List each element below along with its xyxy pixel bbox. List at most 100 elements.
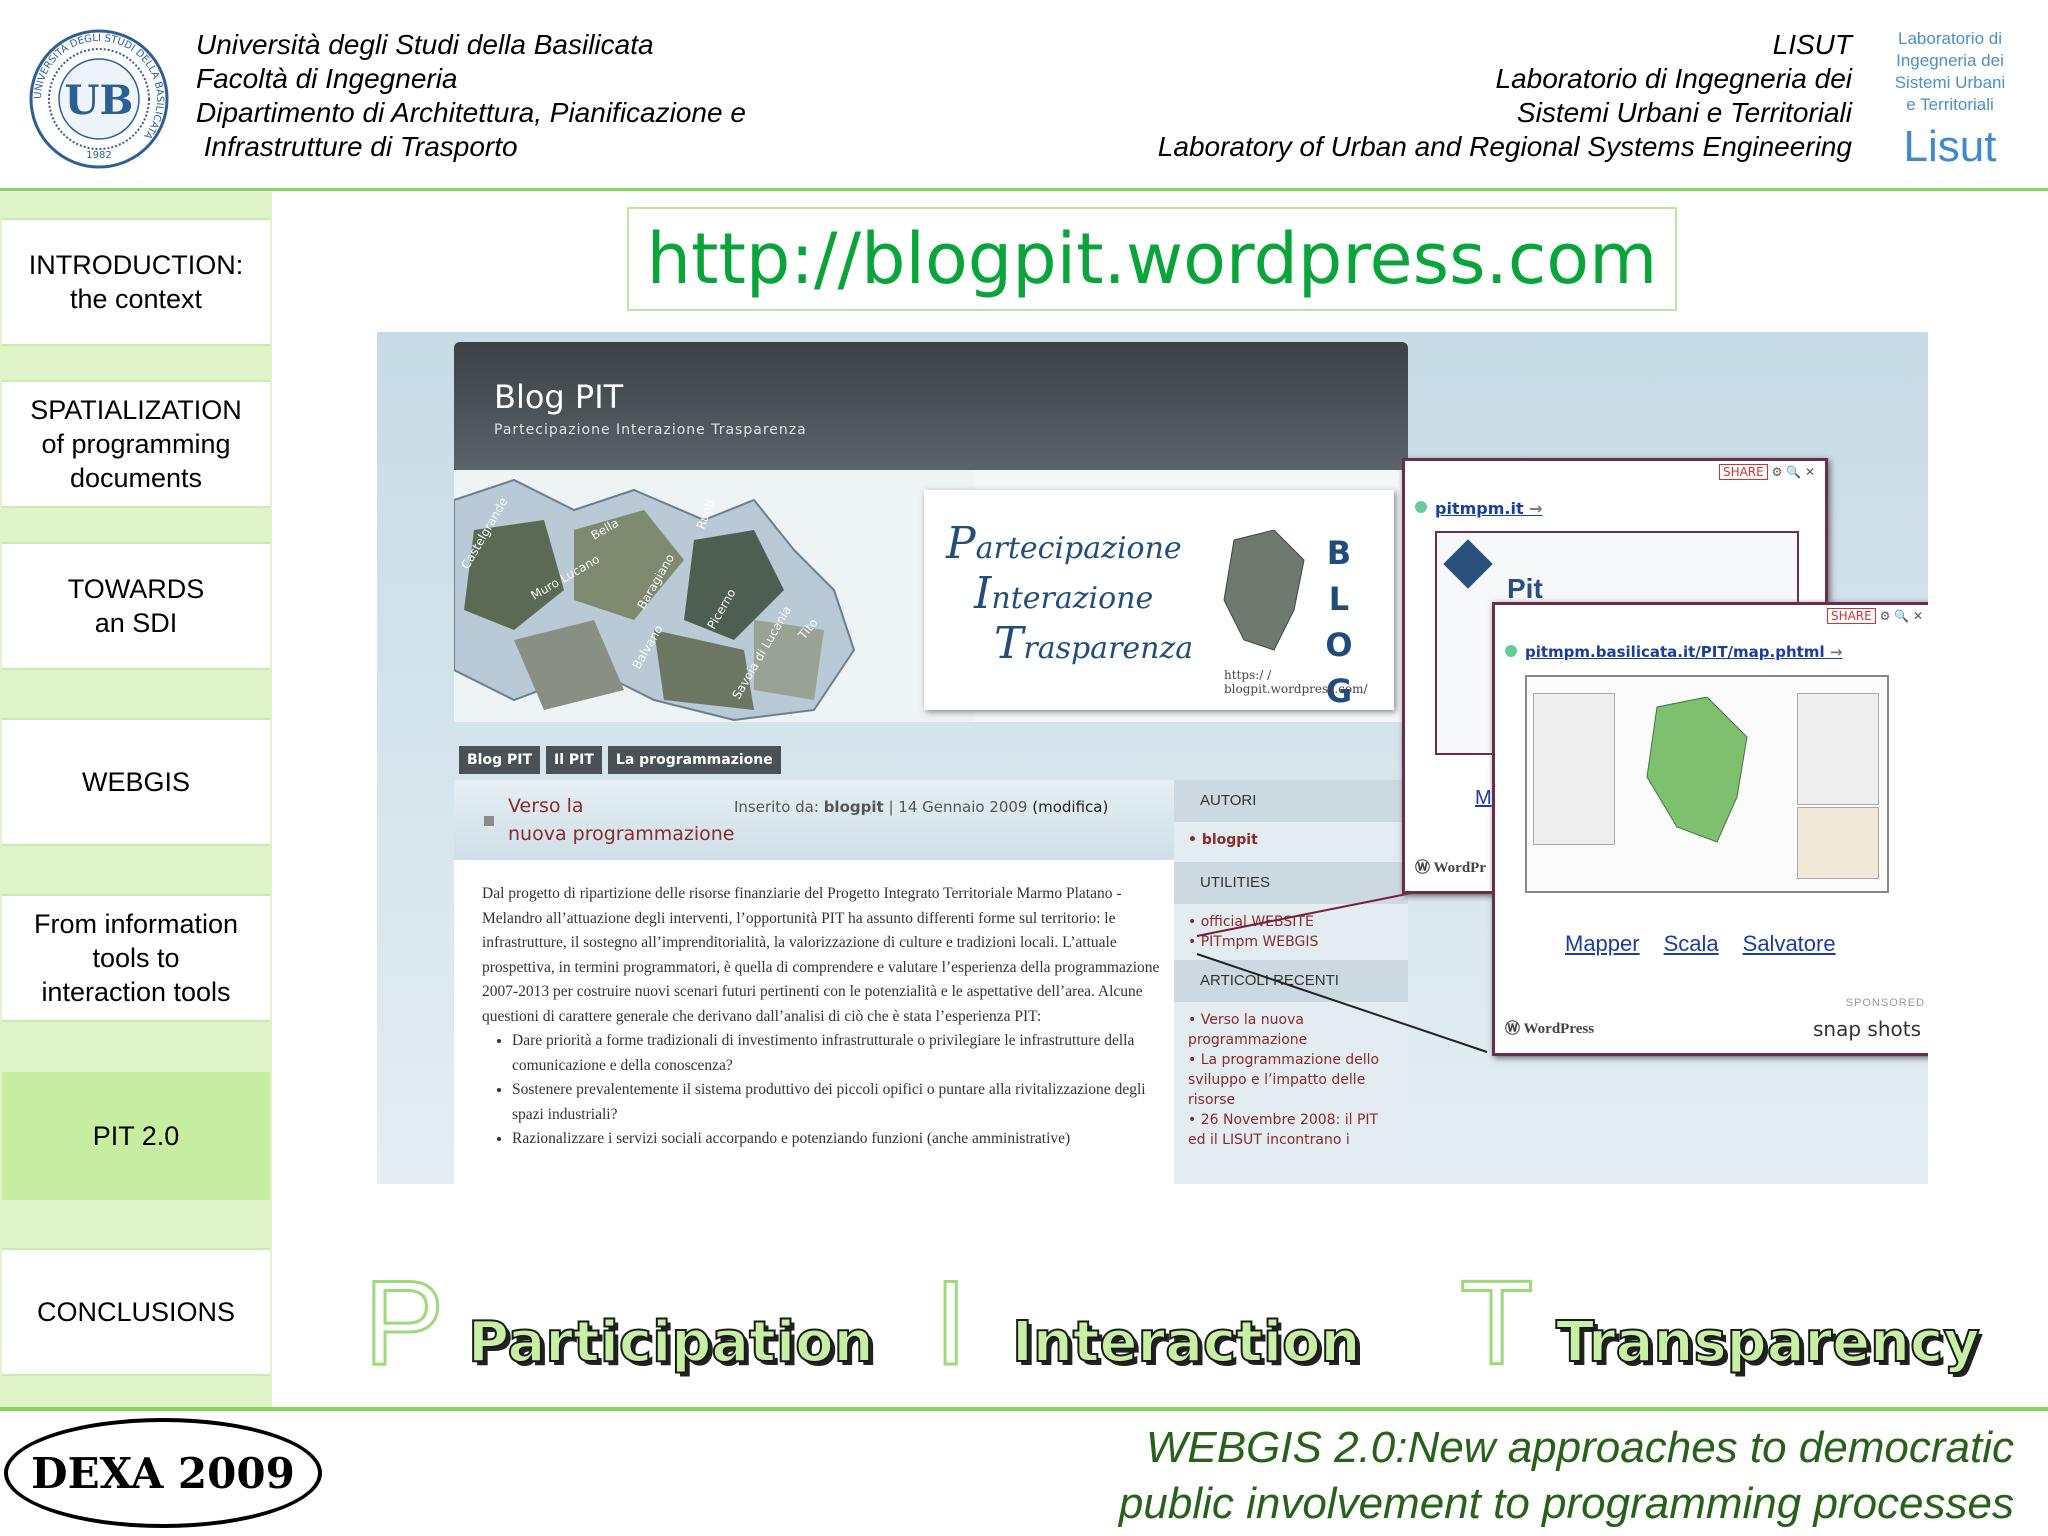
header-right-line: Laboratory of Urban and Regional Systems…: [1157, 131, 1852, 162]
share-button[interactable]: SHARE: [1826, 608, 1876, 624]
gear-icon[interactable]: ⚙: [1879, 609, 1891, 623]
gear-icon[interactable]: ⚙: [1771, 465, 1783, 479]
popup-arrow-icon: →: [1829, 643, 1843, 661]
popup-link-label: pitmpm.basilicata.it/PIT/map.phtml: [1525, 643, 1825, 661]
university-logo: UNIVERSITÀ DEGLI STUDI DELLA BASILICATA …: [28, 28, 170, 170]
sidebar-item-label: tools to: [92, 943, 180, 973]
sidebar-item-label: documents: [69, 463, 203, 493]
footer-divider: [0, 1407, 2048, 1411]
tab-la-programmazione[interactable]: La programmazione: [607, 746, 781, 774]
wordpress-label: WordPr: [1433, 860, 1486, 876]
university-year: 1982: [86, 150, 111, 161]
map-region-icon: [1646, 697, 1748, 843]
sidebar-item-webgis[interactable]: WEBGIS: [2, 718, 270, 846]
sidebar-item-spatialization[interactable]: SPATIALIZATION of programming documents: [2, 380, 270, 508]
header-left-line: Facoltà di Ingegneria: [196, 63, 458, 94]
blog-url[interactable]: http://blogpit.wordpress.com: [627, 207, 1677, 311]
zoom-icon[interactable]: 🔍: [1786, 465, 1802, 479]
post-body: Dal progetto di ripartizione delle risor…: [454, 860, 1174, 1184]
banner-word-transparency: Trasparenza: [994, 618, 1193, 669]
lisut-logo-line: Sistemi Urbani: [1894, 73, 2006, 92]
post-header: Verso la nuova programmazione Inserito d…: [454, 780, 1174, 860]
side-utility-label: PITmpm WEBGIS: [1200, 934, 1319, 950]
tab-blog-pit[interactable]: Blog PIT: [459, 746, 541, 774]
banner-logo-card: Partecipazione Interazione Trasparenza B…: [924, 490, 1394, 710]
popup-arrow-icon: →: [1529, 499, 1543, 518]
popup-link[interactable]: pitmpm.it →: [1435, 499, 1543, 518]
sidebar-item-label: CONCLUSIONS: [36, 1297, 236, 1327]
footer-title-line: WEBGIS 2.0:New approaches to democratic: [1145, 1423, 2014, 1472]
tab-il-pit[interactable]: Il PIT: [546, 746, 602, 774]
post-paragraph: Dal progetto di ripartizione delle risor…: [482, 885, 1160, 1025]
header-left-line: Università degli Studi della Basilicata: [196, 29, 654, 60]
post-author-link[interactable]: blogpit: [823, 798, 884, 816]
popup-link[interactable]: pitmpm.basilicata.it/PIT/map.phtml →: [1525, 643, 1842, 661]
header-divider: [0, 188, 2048, 191]
link-scala[interactable]: Scala: [1663, 931, 1719, 956]
map-left-panel: [1533, 693, 1615, 845]
banner-word: nterazione: [991, 581, 1154, 616]
post-title[interactable]: Verso la nuova programmazione: [508, 792, 735, 848]
popup-tools: SHARE ⚙ 🔍 ✕: [1826, 608, 1923, 624]
sidebar-item-introduction[interactable]: INTRODUCTION:the context: [2, 218, 270, 346]
side-recent-link[interactable]: • 26 Novembre 2008: il PIT ed il LISUT i…: [1188, 1112, 1379, 1148]
connector-lines: [1196, 891, 1488, 1053]
header-university-info: Università degli Studi della Basilicata …: [196, 28, 746, 164]
side-recent-link[interactable]: • La programmazione dello sviluppo e l’i…: [1188, 1052, 1380, 1108]
pit-acronym-row: P Participation I Interaction T Transpar…: [360, 1256, 2020, 1390]
post-edit-link[interactable]: (modifica): [1032, 798, 1109, 816]
post-bullet: Dare priorità a forme tradizionali di in…: [512, 1029, 1162, 1078]
pit-letter-p: P: [362, 1256, 445, 1390]
post-bullet-icon: [484, 816, 494, 826]
banner-letter: I: [974, 568, 992, 619]
sidebar-item-conclusions[interactable]: CONCLUSIONS: [2, 1248, 270, 1376]
link-mapper[interactable]: Mapper: [1565, 931, 1640, 956]
pit-word-participation: Participation: [467, 1309, 874, 1376]
post-title-line: Verso la: [508, 795, 584, 817]
pit-word-transparency: Transparency: [1555, 1309, 1981, 1376]
sidebar-item-label: INTRODUCTION:: [28, 250, 244, 280]
blog-subtitle: Partecipazione Interazione Trasparenza: [494, 422, 807, 438]
link-salvatore[interactable]: Salvatore: [1742, 931, 1836, 956]
lisut-logo-line: Laboratorio di: [1898, 29, 2002, 48]
sidebar-item-label: SPATIALIZATION: [30, 395, 242, 425]
side-recent-link[interactable]: • Verso la nuova programmazione: [1188, 1012, 1308, 1048]
blog-banner: Castelgrande Bella Ruoti Muro Lucano Bar…: [454, 470, 1408, 722]
header-right-line: Sistemi Urbani e Territoriali: [1516, 97, 1852, 128]
header-lab-info: LISUT Laboratorio di Ingegneria dei Sist…: [1158, 28, 1852, 164]
side-recent-label: Verso la nuova programmazione: [1188, 1012, 1308, 1048]
zoom-icon[interactable]: 🔍: [1894, 609, 1910, 623]
close-icon[interactable]: ✕: [1912, 609, 1923, 623]
pit-letter-i: I: [932, 1256, 968, 1390]
side-author-label: blogpit: [1201, 832, 1258, 848]
sidebar-item-label: WEBGIS: [81, 767, 190, 797]
post-bullet: Razionalizzare i servizi sociali accorpa…: [512, 1127, 1162, 1152]
close-icon[interactable]: ✕: [1804, 465, 1815, 479]
blog-sidebar: AUTORI • blogpit UTILITIES • official WE…: [1174, 780, 1408, 1184]
footer-title: WEBGIS 2.0:New approaches to democratic …: [1119, 1420, 2014, 1532]
post-text: Dal progetto di ripartizione delle risor…: [482, 882, 1162, 1152]
side-recent-label: La programmazione dello sviluppo e l’imp…: [1188, 1052, 1380, 1108]
share-button[interactable]: SHARE: [1718, 464, 1768, 480]
post-date: | 14 Gennaio 2009: [888, 798, 1028, 816]
sidebar-item-label: of programming: [41, 429, 231, 459]
popup-partial-link[interactable]: M: [1475, 787, 1492, 809]
banner-letter: P: [946, 518, 976, 569]
banner-word: rasparenza: [1023, 631, 1194, 666]
sidebar-item-label: PIT 2.0: [92, 1121, 180, 1151]
banner-word-interaction: Interazione: [974, 568, 1153, 619]
popup-preview-label: Pit: [1507, 573, 1543, 604]
blog-title[interactable]: Blog PIT: [494, 378, 624, 416]
side-heading-utilities: UTILITIES: [1174, 862, 1408, 904]
sidebar-item-pit-2-0[interactable]: PIT 2.0: [2, 1072, 270, 1200]
banner-url: https:/ / blogpit.wordpress.com/: [1224, 668, 1368, 696]
lisut-logo-mark: Lisut: [1903, 122, 1997, 171]
side-utility-link[interactable]: • PITmpm WEBGIS: [1188, 934, 1319, 950]
header-right-line: Laboratorio di Ingegneria dei: [1495, 63, 1852, 94]
banner-word-participation: Partecipazione: [946, 518, 1182, 569]
side-author-link[interactable]: • blogpit: [1188, 832, 1258, 848]
banner-blog-vertical: B L O G: [1324, 530, 1354, 714]
side-heading-recent: ARTICOLI RECENTI: [1174, 960, 1408, 1002]
